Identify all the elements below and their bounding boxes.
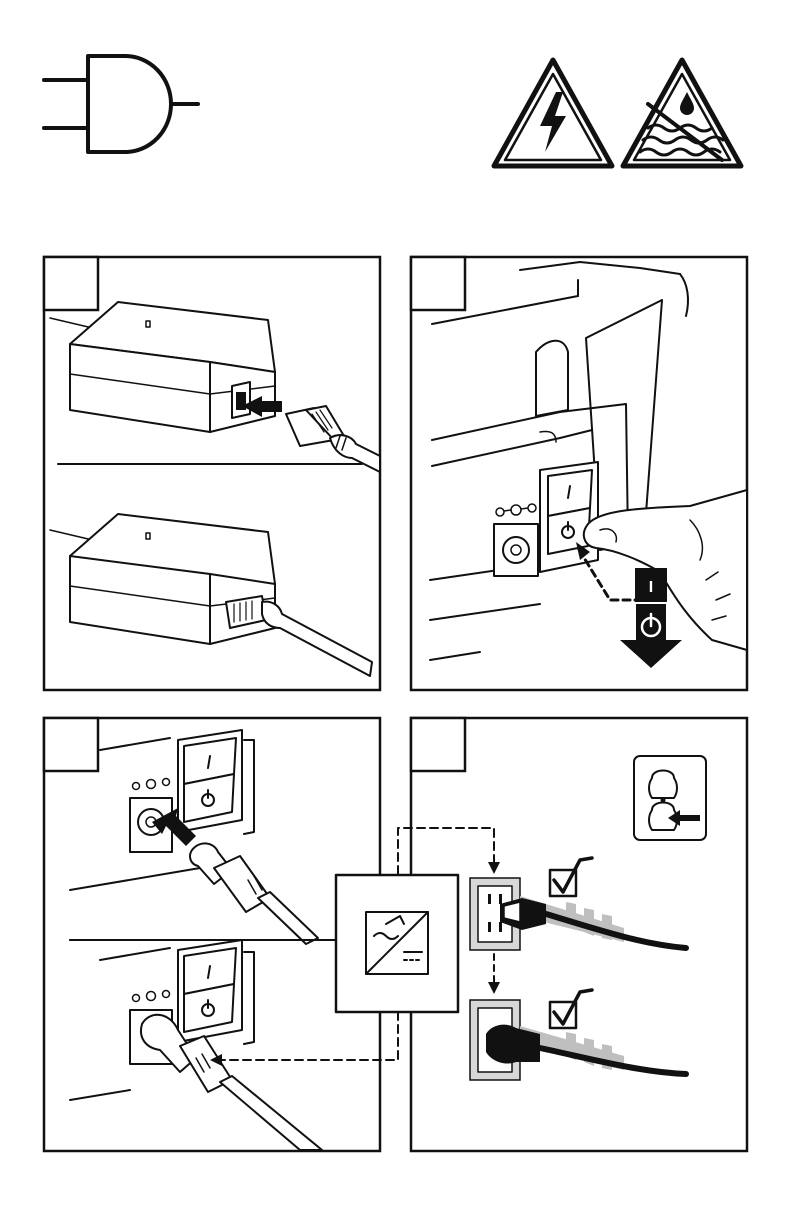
step-number-box (44, 257, 98, 310)
panel-3 (44, 718, 380, 1151)
switch-on-label: I (635, 568, 667, 602)
step-number-box (411, 257, 465, 310)
ac-dc-power-supply-icon (336, 875, 458, 1012)
plug-icon (44, 56, 198, 152)
panel-2: I (411, 257, 747, 690)
step-number-box (411, 718, 465, 771)
panel-1 (44, 257, 380, 690)
step-number-box (44, 718, 98, 771)
electric-shock-warning-icon (494, 60, 612, 166)
wall-outlet-icon (634, 756, 706, 840)
panel-4 (411, 718, 747, 1151)
no-water-warning-icon (623, 60, 741, 166)
svg-text:I: I (649, 579, 653, 596)
